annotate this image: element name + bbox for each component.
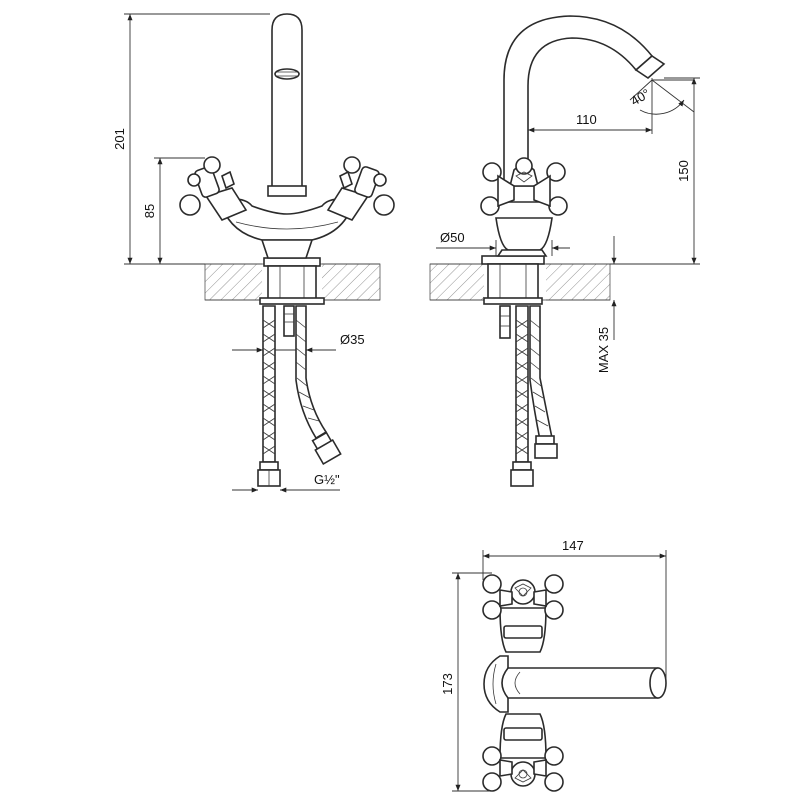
top-view: 147 173 — [440, 538, 667, 792]
top-upper-handle — [482, 574, 564, 653]
front-spout — [267, 13, 307, 197]
dim-side-base-diameter: Ø50 — [436, 230, 570, 256]
side-spout-reach-label: 110 — [576, 112, 597, 127]
dim-front-thread: G½" — [232, 472, 340, 493]
side-mounting-shank — [481, 255, 545, 305]
front-body — [219, 198, 355, 259]
top-lower-handle — [482, 713, 564, 792]
side-spout-angle-label: 40° — [628, 86, 653, 109]
side-hoses — [499, 305, 558, 487]
dim-top-width: 147 — [482, 538, 667, 683]
dim-side-spout-height: 150 — [610, 77, 700, 265]
top-width-label: 147 — [562, 538, 584, 553]
front-hose-diameter-label: Ø35 — [340, 332, 365, 347]
side-view: 110 40° 150 Ø50 MAX 3 — [429, 15, 700, 487]
dim-side-max-thickness: MAX 35 — [596, 236, 617, 373]
side-max-thickness-label: MAX 35 — [596, 327, 611, 373]
top-depth-label: 173 — [440, 673, 455, 695]
dim-front-hose-diameter: Ø35 — [232, 332, 365, 353]
dim-top-depth: 173 — [440, 572, 492, 792]
front-height-handles-label: 85 — [142, 204, 157, 218]
side-base-diameter-label: Ø50 — [440, 230, 465, 245]
dim-front-height-total: 201 — [112, 13, 270, 265]
dim-side-spout-angle: 40° — [628, 79, 695, 115]
front-thread-label: G½" — [314, 472, 340, 487]
dim-front-height-handles: 85 — [142, 157, 205, 264]
top-base-plate — [483, 655, 509, 713]
front-right-handle — [326, 156, 395, 221]
side-spout-height-label: 150 — [676, 160, 691, 182]
front-height-total-label: 201 — [112, 128, 127, 150]
dim-side-spout-reach: 110 — [528, 78, 653, 134]
front-view: 201 85 Ø35 G½" — [112, 13, 395, 493]
side-body — [480, 157, 568, 257]
front-left-handle — [179, 156, 248, 221]
top-spout — [501, 667, 667, 699]
front-mounting-shank — [259, 257, 325, 305]
front-hoses — [257, 305, 342, 487]
